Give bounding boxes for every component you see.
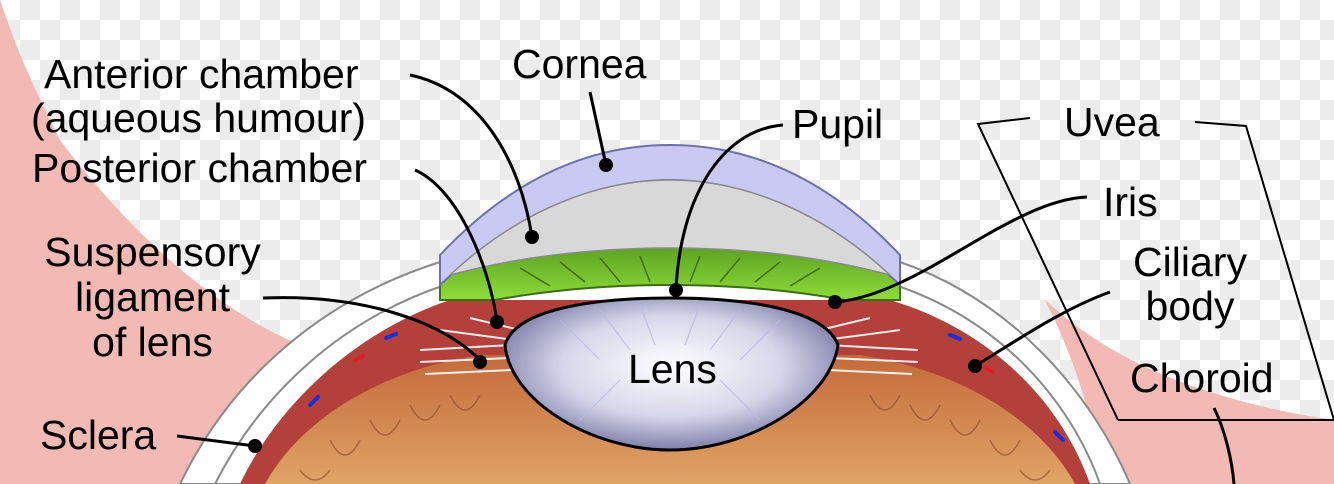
label-choroid: Choroid	[1130, 356, 1274, 400]
label-suspensory-2: ligament	[30, 275, 275, 319]
label-lens: Lens	[628, 347, 717, 391]
label-anterior-chamber: Anterior chamber	[44, 52, 358, 96]
label-cornea: Cornea	[512, 42, 646, 86]
label-uvea: Uvea	[1064, 100, 1160, 144]
label-suspensory-1: Suspensory	[30, 230, 275, 274]
label-pupil: Pupil	[792, 102, 883, 146]
label-suspensory-3: of lens	[30, 320, 275, 364]
label-sclera: Sclera	[40, 413, 156, 457]
label-iris: Iris	[1103, 180, 1158, 224]
label-posterior-chamber: Posterior chamber	[32, 146, 367, 190]
label-aqueous-humour: (aqueous humour)	[31, 96, 366, 140]
label-ciliary-2: body	[1120, 284, 1260, 328]
label-ciliary-1: Ciliary	[1120, 240, 1260, 284]
